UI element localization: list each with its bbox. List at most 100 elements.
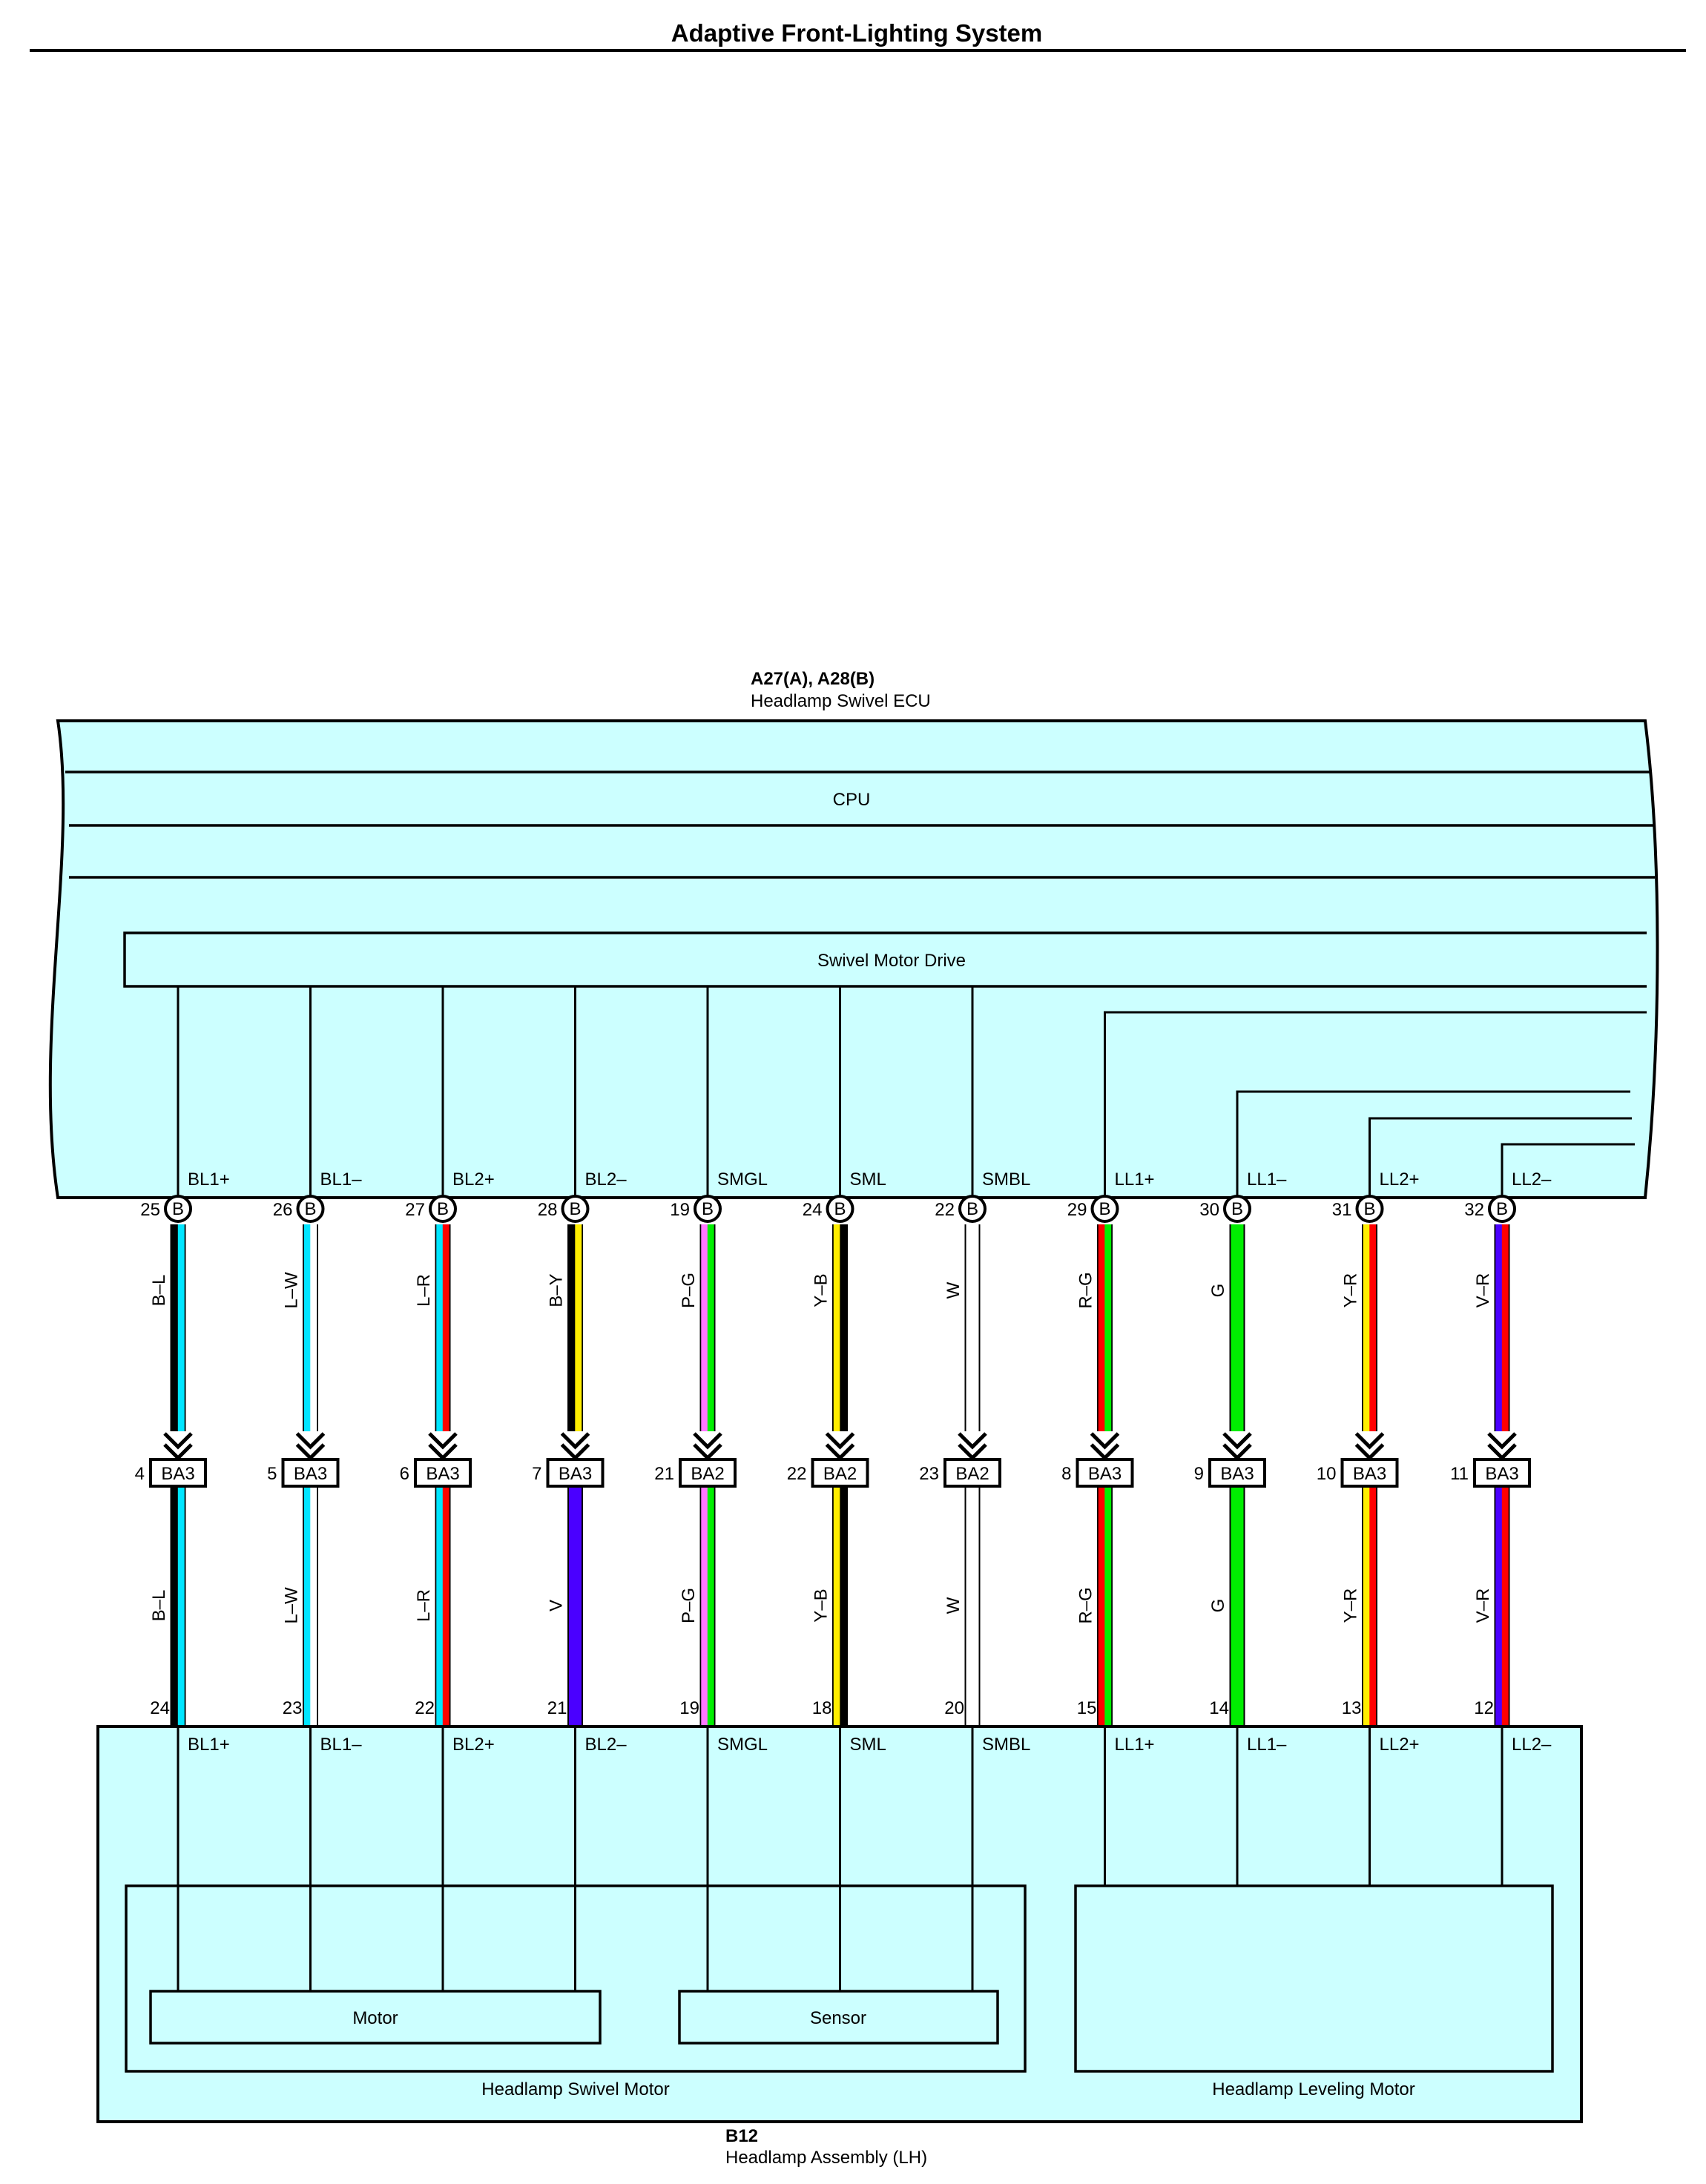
circuit-8-chevron-upper: [1090, 1432, 1120, 1450]
circuit-2-ecu-connector-letter: B: [304, 1199, 316, 1219]
circuit-3-upper-wire-code: L–R: [414, 1274, 434, 1307]
circuit-8-upper-wire-code: R–G: [1076, 1272, 1096, 1308]
circuit-5-ecu-signal: SMGL: [717, 1169, 768, 1190]
circuit-4-ecu-signal: BL2–: [585, 1169, 628, 1190]
circuit-7-assembly-pin: 20: [944, 1698, 964, 1718]
circuit-11-junction-box: [1473, 1458, 1531, 1488]
circuit-5-junction-pin: 21: [654, 1464, 674, 1484]
circuit-7-lower-wire-code: W: [943, 1597, 964, 1614]
circuit-5-junction-label: BA2: [691, 1464, 724, 1484]
headlamp-leveling-motor-block: [1074, 1884, 1554, 2073]
circuit-6-upper-wire-code: Y–B: [811, 1273, 831, 1307]
circuit-2-assembly-signal: BL1–: [320, 1735, 363, 1755]
assembly-terminal-labels: 24BL1+23BL1–22BL2+21BL2–19SMGL18SML20SMB…: [150, 1698, 1552, 1755]
circuit-6-lower-wire-code: Y–B: [811, 1588, 831, 1622]
circuit-9-ecu-signal: LL1–: [1247, 1169, 1287, 1190]
circuit-3-ecu-connector: [429, 1195, 457, 1223]
circuit-1-junction-label: BA3: [161, 1464, 194, 1484]
circuit-11-chevron-upper: [1487, 1432, 1517, 1450]
circuit-3-chevron-upper: [428, 1432, 458, 1450]
assembly-connector-code: B12: [725, 2126, 758, 2146]
sensor-block: [678, 1990, 999, 2045]
circuit-7-upper-wire-code: W: [943, 1281, 964, 1299]
circuit-8-ecu-pin: 29: [1067, 1200, 1087, 1220]
swivel-motor-drive-block: [123, 931, 1647, 988]
circuit-4-junction-pin: 7: [532, 1464, 541, 1484]
circuit-3-assembly-signal: BL2+: [452, 1735, 495, 1755]
ecu-connector-code: A27(A), A28(B): [751, 669, 875, 689]
page-title: Adaptive Front-Lighting System: [671, 19, 1043, 47]
circuit-2-chevron-upper: [295, 1432, 326, 1450]
circuit-5-ecu-pin: 19: [670, 1200, 690, 1220]
circuit-9-ecu-connector: [1223, 1195, 1251, 1223]
circuit-8-lower-wire-code: R–G: [1076, 1587, 1096, 1623]
circuit-6-chevron-upper: [825, 1432, 855, 1450]
circuit-9-junction-box: [1208, 1458, 1266, 1488]
circuit-7-junction-pin: 23: [919, 1464, 939, 1484]
circuit-10-upper-wire-code: Y–R: [1341, 1273, 1361, 1308]
motor-label: Motor: [352, 2008, 398, 2028]
wire-color-codes: B–LB–LL–WL–WL–RL–RB–YVP–GP–GY–BY–BWWR–GR…: [149, 1272, 1493, 1624]
circuit-7-junction-box: [943, 1458, 1001, 1488]
circuit-9-upper-wire-code: G: [1208, 1284, 1228, 1298]
circuit-2-ecu-pin: 26: [273, 1200, 293, 1220]
circuit-9-junction-pin: 9: [1194, 1464, 1204, 1484]
circuit-4-assembly-signal: BL2–: [585, 1735, 628, 1755]
circuit-10-junction-pin: 10: [1317, 1464, 1337, 1484]
circuit-5-upper-wire-code: P–G: [679, 1273, 699, 1308]
circuit-11-ecu-pin: 32: [1464, 1200, 1484, 1220]
circuit-11-upper-wire-code: V–R: [1473, 1273, 1493, 1308]
circuit-3-ecu-pin: 27: [405, 1200, 425, 1220]
circuit-1-ecu-connector-letter: B: [172, 1199, 184, 1219]
circuit-1-lower-wire-code: B–L: [149, 1590, 169, 1622]
circuit-11-lower-wire-code: V–R: [1473, 1588, 1493, 1623]
circuit-11-assembly-pin: 12: [1474, 1698, 1494, 1718]
circuit-11-ecu-signal: LL2–: [1512, 1169, 1552, 1190]
circuit-2-upper-wire-code: L–W: [282, 1272, 302, 1309]
circuit-3-ecu-signal: BL2+: [452, 1169, 495, 1190]
circuit-4-ecu-pin: 28: [538, 1200, 558, 1220]
circuit-10-assembly-signal: LL2+: [1380, 1735, 1420, 1755]
circuit-10-ecu-pin: 31: [1332, 1200, 1352, 1220]
circuit-4-ecu-connector-letter: B: [569, 1199, 581, 1219]
lower-wire-harness: [170, 1480, 1510, 1726]
headlamp-swivel-motor-label: Headlamp Swivel Motor: [481, 2079, 669, 2099]
circuit-3-lower-wire-code: L–R: [414, 1589, 434, 1622]
upper-wire-harness: [170, 1224, 1510, 1431]
circuit-9-ecu-connector-letter: B: [1231, 1199, 1243, 1219]
circuit-4-chevron-upper: [560, 1432, 590, 1450]
circuit-5-chevron-upper: [693, 1432, 722, 1450]
circuit-1-ecu-signal: BL1+: [188, 1169, 230, 1190]
circuit-3-assembly-pin: 22: [415, 1698, 435, 1718]
circuit-10-junction-label: BA3: [1353, 1464, 1386, 1484]
circuit-1-ecu-connector: [164, 1195, 192, 1223]
circuit-5-ecu-connector-letter: B: [702, 1199, 714, 1219]
circuit-6-junction-pin: 22: [787, 1464, 807, 1484]
circuit-4-lower-wire-code: V: [547, 1600, 567, 1611]
circuit-9-chevron-upper: [1222, 1432, 1252, 1450]
ecu-internal-lines: [177, 986, 1647, 1198]
circuit-8-ecu-line: [1104, 1011, 1647, 1198]
circuit-6-junction-label: BA2: [823, 1464, 857, 1484]
circuit-7-assembly-signal: SMBL: [982, 1735, 1030, 1755]
circuit-10-junction-box: [1340, 1458, 1399, 1488]
circuit-6-junction-box: [811, 1458, 869, 1488]
cpu-label: CPU: [833, 790, 871, 810]
sensor-label: Sensor: [810, 2008, 866, 2028]
circuit-8-junction-pin: 8: [1061, 1464, 1071, 1484]
circuit-9-junction-label: BA3: [1220, 1464, 1254, 1484]
circuit-7-ecu-pin: 22: [935, 1200, 955, 1220]
circuit-1-upper-wire-code: B–L: [149, 1275, 169, 1307]
ecu-name: Headlamp Swivel ECU: [751, 691, 931, 711]
circuit-11-assembly-signal: LL2–: [1512, 1735, 1552, 1755]
circuit-7-junction-label: BA2: [955, 1464, 989, 1484]
circuit-4-ecu-connector: [561, 1195, 590, 1223]
ecu-body: [48, 719, 1659, 1199]
circuit-8-assembly-signal: LL1+: [1115, 1735, 1155, 1755]
circuit-3-junction-box: [414, 1458, 472, 1488]
circuit-5-assembly-pin: 19: [679, 1698, 699, 1718]
circuit-2-junction-pin: 5: [267, 1464, 277, 1484]
circuit-11-ecu-line: [1501, 1143, 1635, 1198]
circuit-8-assembly-pin: 15: [1077, 1698, 1097, 1718]
